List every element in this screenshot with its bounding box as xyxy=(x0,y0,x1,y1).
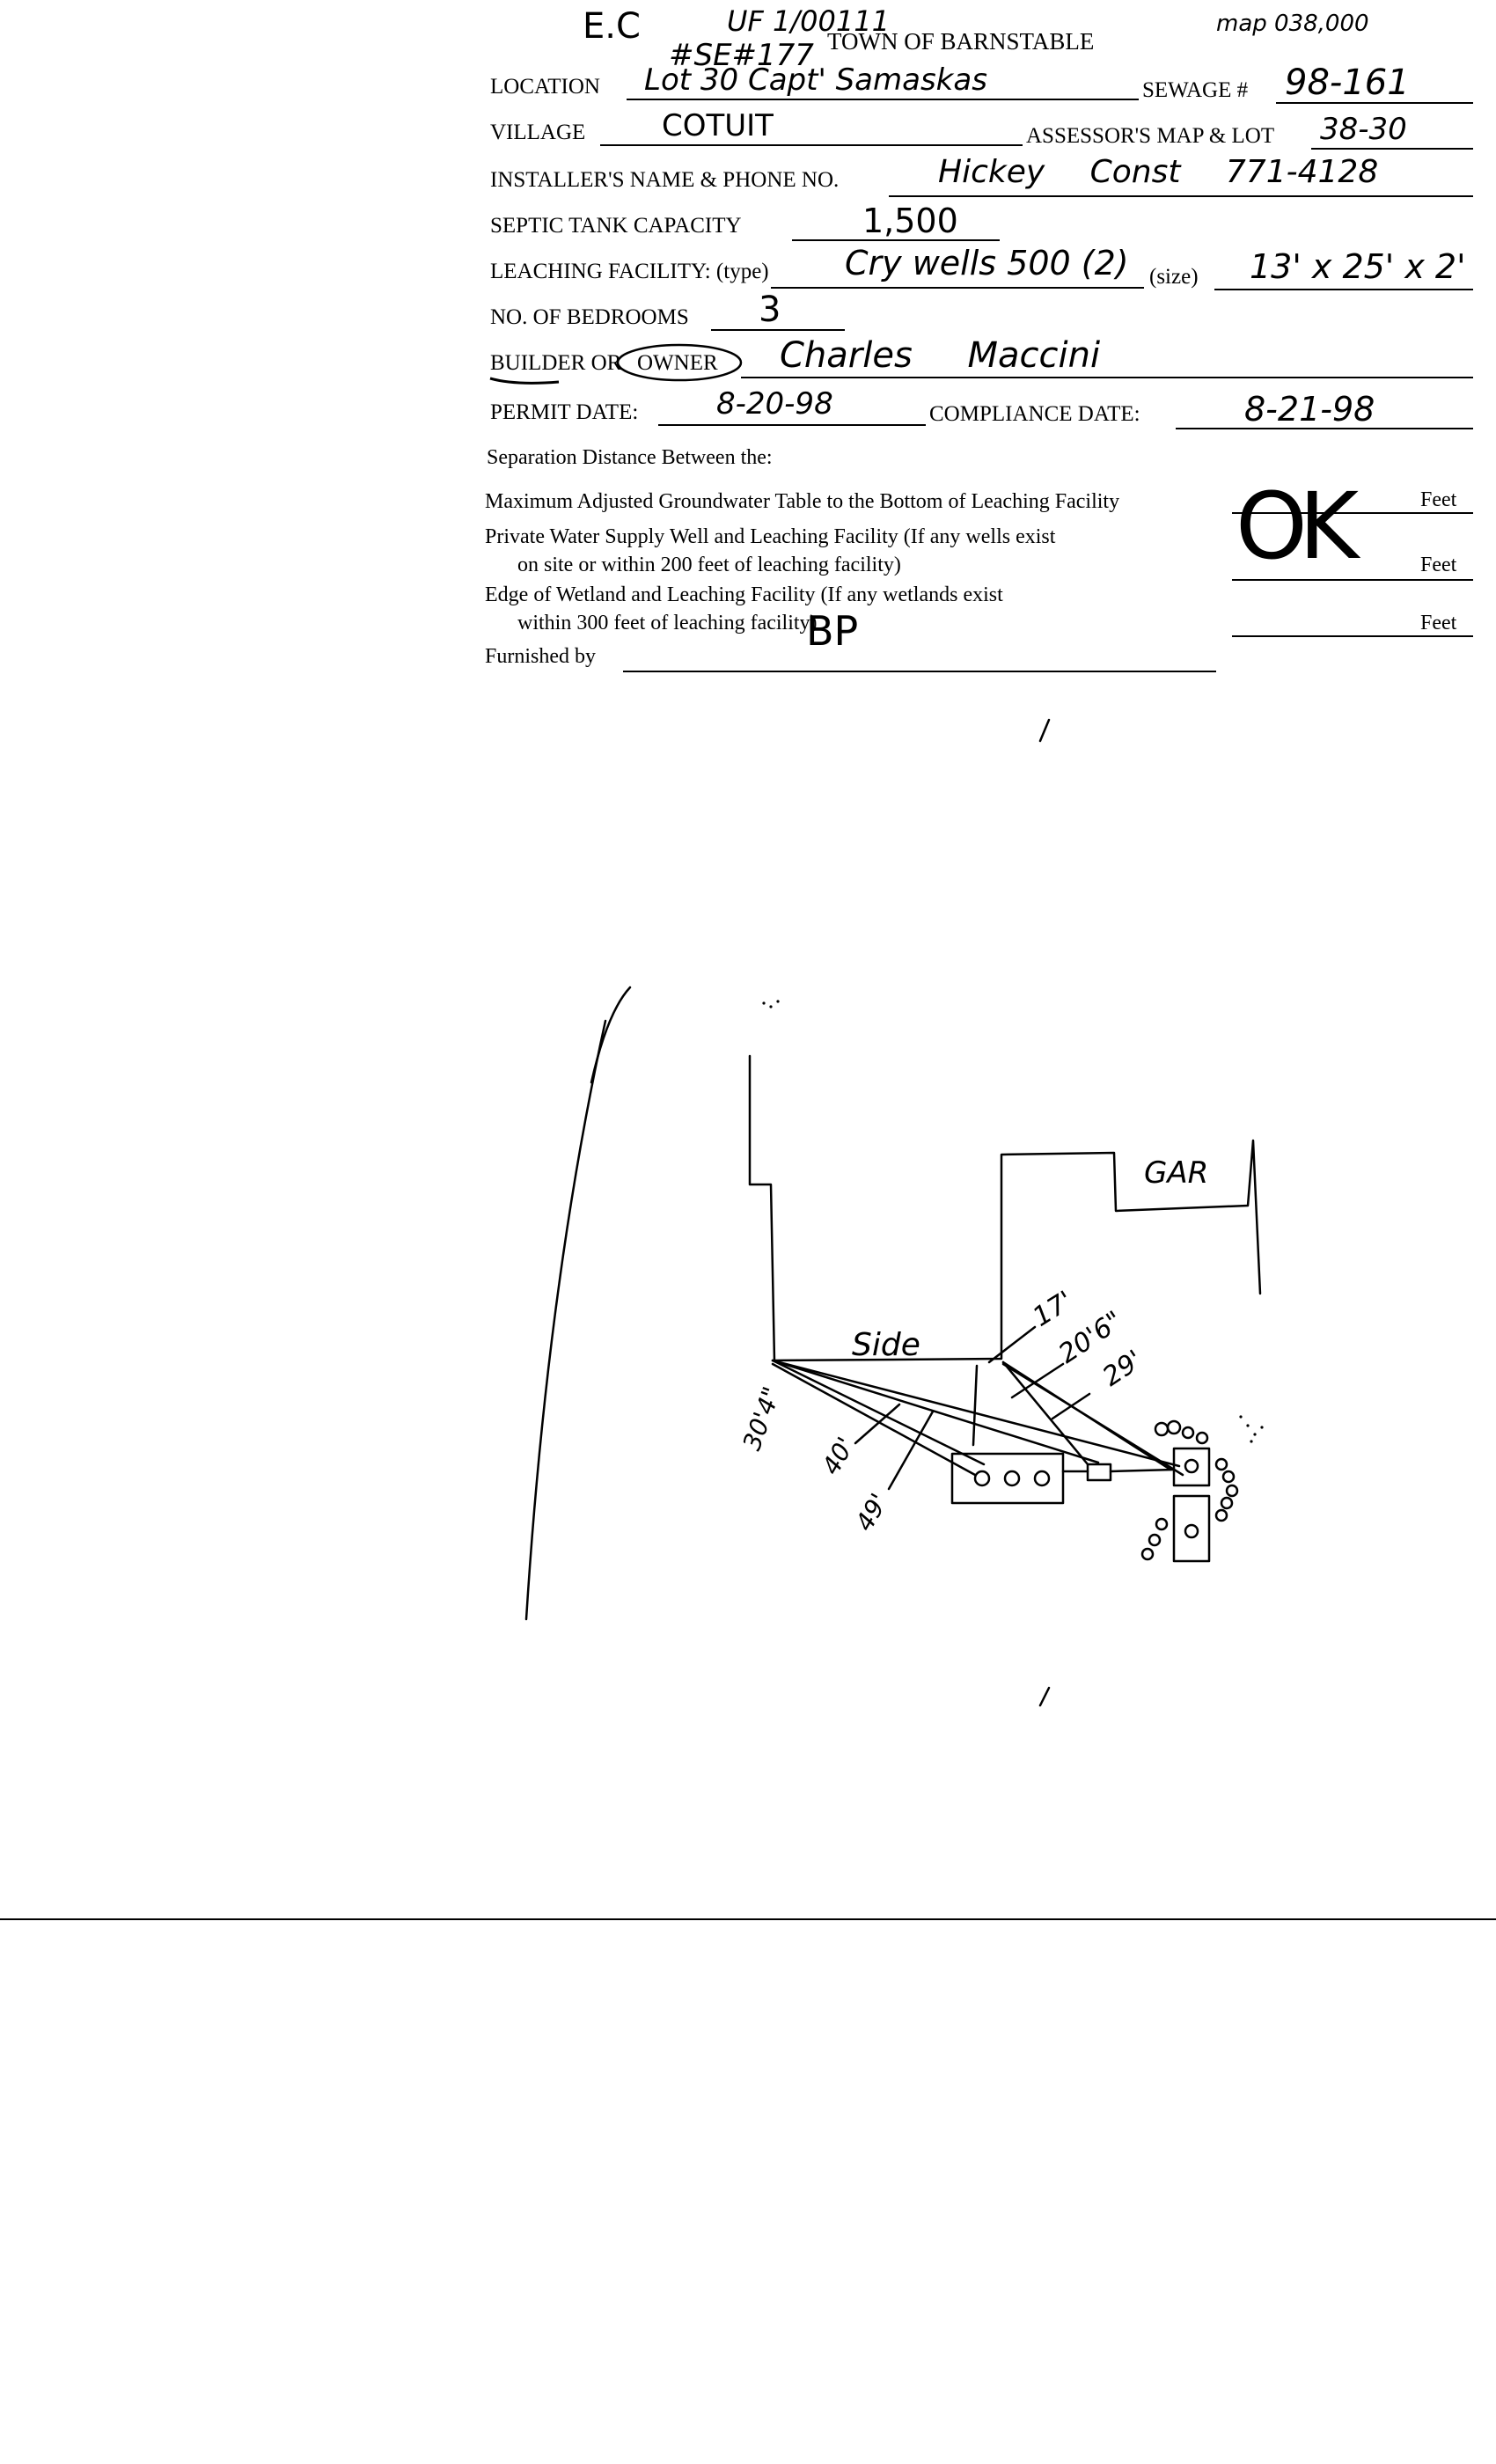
leader-side-down xyxy=(972,1364,979,1447)
furnished-value: BP xyxy=(806,607,859,655)
installer-line xyxy=(889,195,1473,197)
builder-underline xyxy=(489,377,560,385)
sketch-dim-30-4: 30'4" xyxy=(737,1383,787,1455)
village-label: VILLAGE xyxy=(490,121,586,144)
leader-20-6 xyxy=(1010,1362,1065,1399)
tank-line xyxy=(792,239,1000,241)
leaching-type-value: Cry wells 500 (2) xyxy=(845,244,1129,282)
sketch-dim-29: 29' xyxy=(1097,1345,1148,1393)
boundary-curve xyxy=(590,986,632,1084)
distribution-box xyxy=(1086,1463,1112,1482)
annotation-ec: E.C xyxy=(583,6,641,47)
village-line xyxy=(600,144,1023,146)
compliance-value: 8-21-98 xyxy=(1244,390,1375,429)
owner-line xyxy=(741,377,1473,378)
annotation-map: map 038,000 xyxy=(1216,11,1369,37)
stray-mark-top xyxy=(1038,718,1051,743)
document-title: TOWN OF BARNSTABLE xyxy=(827,28,1095,55)
house-outline xyxy=(748,1054,1262,1362)
leader-40 xyxy=(854,1403,901,1445)
village-value: COTUIT xyxy=(662,108,774,143)
installer-label: INSTALLER'S NAME & PHONE NO. xyxy=(490,168,840,192)
stray-mark-bottom xyxy=(1038,1686,1051,1707)
owner-circle xyxy=(616,343,743,382)
stone-markers xyxy=(1140,1419,1239,1561)
distance-line-1 xyxy=(771,1359,986,1466)
speckle-marks xyxy=(762,1000,1264,1443)
distance-line-4 xyxy=(771,1362,977,1477)
furnished-line xyxy=(623,671,1216,672)
location-label: LOCATION xyxy=(490,75,600,99)
sewage-label: SEWAGE # xyxy=(1142,78,1249,102)
bedrooms-line xyxy=(711,329,845,331)
sketch-label-gar: GAR xyxy=(1144,1155,1208,1191)
sketch-dim-17: 17' xyxy=(1028,1286,1079,1333)
groundwater-unit: Feet xyxy=(1420,488,1457,511)
well-label-line1: Private Water Supply Well and Leaching F… xyxy=(485,525,1056,548)
size-line xyxy=(1214,289,1473,290)
leaching-well-1 xyxy=(1172,1447,1211,1487)
tank-hole-2 xyxy=(1003,1470,1021,1487)
ok-mark: OK xyxy=(1236,473,1359,580)
location-value: Lot 30 Capt' Samaskas xyxy=(644,62,987,98)
location-line xyxy=(627,99,1139,100)
groundwater-label: Maximum Adjusted Groundwater Table to th… xyxy=(485,490,1120,513)
builder-label: BUILDER OR xyxy=(490,351,622,375)
well-unit: Feet xyxy=(1420,554,1457,576)
sketch-label-side: Side xyxy=(852,1327,920,1363)
annotation-se-number: #SE#177 xyxy=(669,38,814,73)
owner-value: Charles Maccini xyxy=(780,335,1101,376)
pipe-dbox-wells xyxy=(1109,1468,1176,1473)
distance-line-2 xyxy=(771,1359,1100,1464)
leaching-type-line xyxy=(771,287,1144,289)
tank-label: SEPTIC TANK CAPACITY xyxy=(490,214,742,238)
distance-line-7 xyxy=(1001,1362,1184,1477)
leaching-label: LEACHING FACILITY: (type) xyxy=(490,260,769,283)
wetland-label-line1: Edge of Wetland and Leaching Facility (I… xyxy=(485,583,1003,606)
compliance-label: COMPLIANCE DATE: xyxy=(929,402,1140,426)
annotation-uf: UF 1/00111 xyxy=(727,4,890,38)
distance-line-5 xyxy=(1001,1360,1089,1466)
leader-49 xyxy=(887,1410,935,1491)
tank-value: 1,500 xyxy=(862,202,958,240)
wetland-label-line2: within 300 feet of leaching facility) xyxy=(517,612,818,634)
size-label: (size) xyxy=(1149,265,1199,289)
boundary-line xyxy=(524,1019,607,1621)
well-line xyxy=(1232,579,1473,581)
sewage-value: 98-161 xyxy=(1285,62,1410,103)
leaching-well-2 xyxy=(1172,1494,1211,1563)
assessor-line xyxy=(1311,148,1473,150)
leader-29 xyxy=(1051,1392,1091,1420)
groundwater-line xyxy=(1232,512,1473,514)
permit-value: 8-20-98 xyxy=(716,386,833,422)
leaching-well-1-hole xyxy=(1184,1458,1199,1474)
installer-value: Hickey Const 771-4128 xyxy=(938,154,1379,190)
septic-tank xyxy=(950,1452,1065,1505)
sewage-line xyxy=(1276,102,1473,104)
furnished-label: Furnished by xyxy=(485,645,596,668)
permit-line xyxy=(658,424,926,426)
wetland-unit: Feet xyxy=(1420,612,1457,634)
compliance-line xyxy=(1176,428,1473,429)
tank-hole-3 xyxy=(1033,1470,1051,1487)
leader-17 xyxy=(987,1325,1037,1364)
wetland-line xyxy=(1232,635,1473,637)
page-bottom-rule xyxy=(0,1918,1496,1920)
size-value: 13' x 25' x 2' xyxy=(1250,247,1466,286)
well-label-line2: on site or within 200 feet of leaching f… xyxy=(517,554,901,576)
leaching-well-2-hole xyxy=(1184,1523,1199,1539)
assessor-value: 38-30 xyxy=(1320,112,1407,147)
distance-line-3 xyxy=(771,1359,1181,1468)
sketch-dim-49: 49' xyxy=(849,1488,893,1536)
owner-label: OWNER xyxy=(637,351,718,375)
separation-heading: Separation Distance Between the: xyxy=(487,446,773,469)
tank-hole-1 xyxy=(973,1470,991,1487)
permit-label: PERMIT DATE: xyxy=(490,400,639,424)
bedrooms-label: NO. OF BEDROOMS xyxy=(490,305,689,329)
assessor-label: ASSESSOR'S MAP & LOT xyxy=(1026,124,1275,148)
bedrooms-value: 3 xyxy=(759,290,781,330)
sketch-dim-40: 40' xyxy=(816,1432,860,1479)
